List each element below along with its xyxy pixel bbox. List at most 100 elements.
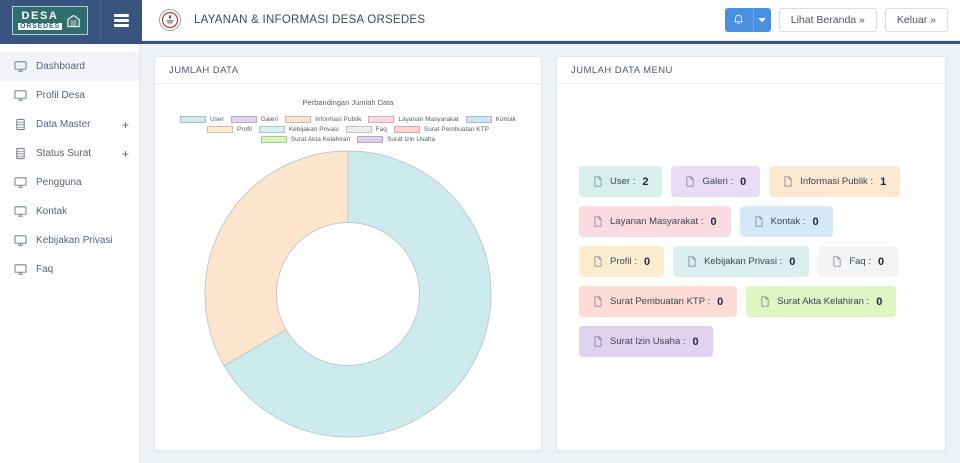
notification-button[interactable] bbox=[724, 8, 753, 32]
monitor-icon bbox=[14, 90, 27, 101]
legend-swatch bbox=[260, 136, 287, 143]
legend-label: Profil bbox=[237, 126, 252, 133]
data-card[interactable]: Surat Pembuatan KTP :0 bbox=[579, 286, 738, 317]
data-card[interactable]: User :2 bbox=[579, 166, 663, 197]
legend-label: User bbox=[210, 116, 224, 123]
legend-item[interactable]: Informasi Publik bbox=[285, 116, 361, 123]
legend-item[interactable]: User bbox=[180, 116, 224, 123]
legend-swatch bbox=[285, 116, 312, 123]
sidebar: Dashboard Profil Desa Data Master + Statu… bbox=[0, 44, 140, 463]
sidebar-item-faq[interactable]: Faq bbox=[0, 255, 139, 284]
legend-item[interactable]: Surat Izin Usaha bbox=[357, 136, 435, 143]
village-building-icon bbox=[67, 14, 80, 27]
hamburger-menu-icon bbox=[114, 14, 129, 27]
legend-item[interactable]: Surat Pembuatan KTP bbox=[393, 126, 489, 133]
notification-dropdown-button[interactable] bbox=[752, 8, 771, 32]
expand-plus-icon[interactable]: + bbox=[121, 146, 129, 161]
data-card[interactable]: Profil :0 bbox=[579, 246, 665, 277]
data-card-value: 0 bbox=[876, 295, 883, 308]
document-icon bbox=[594, 296, 602, 307]
sidebar-item-status-surat[interactable]: Status Surat + bbox=[0, 139, 139, 168]
donut-slice[interactable] bbox=[223, 150, 492, 438]
data-card-value: 0 bbox=[878, 255, 885, 268]
data-card-value: 1 bbox=[880, 175, 887, 188]
main-layout: Dashboard Profil Desa Data Master + Statu… bbox=[0, 44, 960, 463]
legend-item[interactable]: Galeri bbox=[230, 116, 279, 123]
data-card-value: 0 bbox=[740, 175, 747, 188]
sidebar-item-data-master[interactable]: Data Master + bbox=[0, 110, 139, 139]
donut-slice[interactable] bbox=[204, 150, 349, 367]
legend-item[interactable]: Layanan Masyarakat bbox=[368, 116, 459, 123]
legend-item[interactable]: Kontak bbox=[465, 116, 516, 123]
donut-chart bbox=[203, 149, 493, 439]
chart-legend: User Galeri Informasi Publik Layanan Masyar… bbox=[178, 116, 518, 143]
legend-swatch bbox=[393, 126, 420, 133]
data-card-value: 0 bbox=[812, 215, 819, 228]
government-seal-icon bbox=[159, 9, 181, 31]
monitor-icon bbox=[14, 177, 27, 188]
document-icon bbox=[686, 176, 695, 187]
logo-box: DESA ORSEDES bbox=[12, 6, 88, 35]
data-card[interactable]: Informasi Publik : 1 bbox=[769, 166, 901, 197]
brand-logo[interactable]: DESA ORSEDES bbox=[0, 0, 100, 41]
legend-item[interactable]: Faq bbox=[345, 126, 387, 133]
legend-swatch bbox=[345, 126, 372, 133]
legend-label: Layanan Masyarakat bbox=[398, 116, 459, 123]
data-card[interactable]: Layanan Masyarakat :0 bbox=[579, 206, 731, 237]
view-home-button[interactable]: Lihat Beranda » bbox=[778, 8, 877, 32]
sidebar-item-profil-desa[interactable]: Profil Desa bbox=[0, 81, 139, 110]
data-card[interactable]: Faq :0 bbox=[818, 246, 899, 277]
legend-swatch bbox=[465, 116, 492, 123]
data-card-label: Surat Pembuatan KTP : bbox=[610, 296, 711, 307]
data-card-label: User : bbox=[610, 176, 636, 187]
legend-label: Kebijakan Privasi bbox=[288, 126, 339, 133]
sidebar-item-kontak[interactable]: Kontak bbox=[0, 197, 139, 226]
data-card[interactable]: Galeri : 0 bbox=[671, 166, 761, 197]
legend-swatch bbox=[230, 116, 257, 123]
logo-primary-text: DESA bbox=[21, 10, 59, 22]
donut-chart-wrapper bbox=[167, 149, 529, 439]
sidebar-item-dashboard[interactable]: Dashboard bbox=[0, 52, 139, 81]
document-icon bbox=[594, 336, 602, 347]
legend-swatch bbox=[180, 116, 207, 123]
database-icon bbox=[16, 118, 25, 131]
logout-button[interactable]: Keluar » bbox=[884, 8, 948, 32]
legend-label: Surat Izin Usaha bbox=[387, 136, 436, 143]
sidebar-item-pengguna[interactable]: Pengguna bbox=[0, 168, 139, 197]
legend-label: Faq bbox=[375, 126, 387, 133]
data-card-label: Profil : bbox=[610, 256, 637, 267]
sidebar-item-kebijakan-privasi[interactable]: Kebijakan Privasi bbox=[0, 226, 139, 255]
sidebar-item-label: Profil Desa bbox=[36, 90, 85, 101]
legend-swatch bbox=[207, 126, 234, 133]
sidebar-item-label: Faq bbox=[36, 264, 54, 275]
database-icon bbox=[16, 147, 25, 160]
data-card-label: Galeri : bbox=[702, 176, 734, 187]
legend-item[interactable]: Surat Akta Kelahiran bbox=[260, 136, 350, 143]
sidebar-item-label: Data Master bbox=[36, 119, 91, 130]
document-icon bbox=[755, 216, 763, 227]
data-card-list: User :2 Galeri : 0 Informasi Publik : 1 La… bbox=[569, 94, 933, 357]
document-icon bbox=[784, 176, 792, 187]
sidebar-item-label: Status Surat bbox=[36, 148, 92, 159]
legend-label: Galeri bbox=[260, 116, 279, 123]
expand-plus-icon[interactable]: + bbox=[121, 117, 129, 132]
legend-item[interactable]: Kebijakan Privasi bbox=[258, 126, 339, 133]
data-card[interactable]: Surat Izin Usaha :0 bbox=[579, 326, 713, 357]
menu-toggle-button[interactable] bbox=[100, 0, 142, 41]
data-card[interactable]: Kebijakan Privasi :0 bbox=[673, 246, 810, 277]
legend-label: Informasi Publik bbox=[315, 116, 362, 123]
data-menu-panel-body: User :2 Galeri : 0 Informasi Publik : 1 La… bbox=[557, 84, 945, 450]
logo-text: DESA ORSEDES bbox=[18, 11, 62, 30]
notification-group bbox=[724, 8, 771, 32]
data-card-label: Informasi Publik : bbox=[800, 176, 874, 187]
legend-item[interactable]: Profil bbox=[207, 126, 252, 133]
data-card[interactable]: Surat Akta Kelahiran :0 bbox=[746, 286, 897, 317]
sidebar-item-label: Dashboard bbox=[36, 61, 85, 72]
document-icon bbox=[833, 256, 841, 267]
chart-panel: JUMLAH DATA Perbandingan Jumlah Data Use… bbox=[154, 56, 542, 451]
legend-swatch bbox=[258, 126, 285, 133]
data-card-label: Kebijakan Privasi : bbox=[704, 256, 783, 267]
bell-icon bbox=[734, 14, 743, 25]
monitor-icon bbox=[14, 235, 27, 246]
data-card[interactable]: Kontak :0 bbox=[739, 206, 833, 237]
